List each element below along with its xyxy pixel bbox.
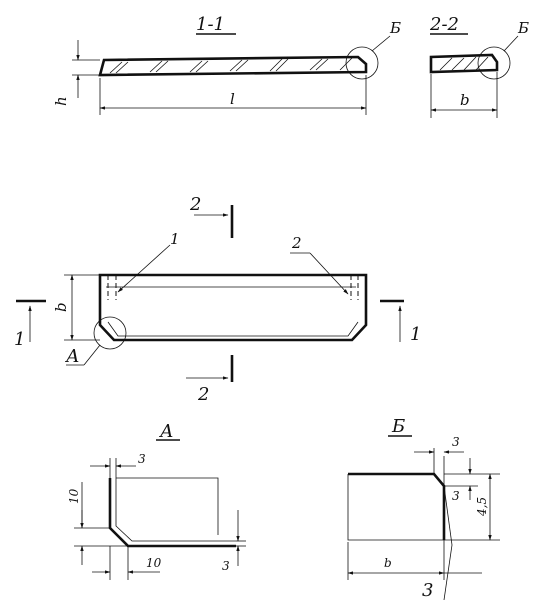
- plan-outline: [98, 273, 368, 342]
- detail-b-leader: [371, 35, 391, 52]
- detail-a-inner-edge: [115, 478, 236, 542]
- inner-edge-bottom: [107, 321, 359, 337]
- plan-view: 1 2 А b 1 1 2 2: [14, 194, 421, 405]
- leader-1-label: 1: [170, 230, 180, 248]
- detail-a-callout: А: [64, 346, 80, 367]
- cut-1-left-label: 1: [14, 329, 25, 350]
- detail-a-circle: [93, 316, 127, 350]
- dim-b-45: 4,5: [475, 497, 489, 517]
- dim-a-10-left: 10: [67, 488, 81, 504]
- detail-b: Б 3 3 4,5 b 3: [347, 416, 500, 601]
- dim-b-3-mid: 3: [452, 489, 460, 503]
- detail-a-leader: [83, 344, 101, 366]
- detail-b-callout: Б: [389, 19, 401, 37]
- detail-b-outline: [348, 472, 446, 540]
- dim-b-3-bottom: 3: [422, 580, 433, 601]
- detail-b-callout: Б: [517, 19, 529, 37]
- leader-2-line: [309, 252, 349, 295]
- detail-b-title: Б: [391, 416, 405, 437]
- dim-a-10-bottom: 10: [146, 556, 162, 570]
- section-2-2: 2-2 Б b: [429, 14, 529, 118]
- detail-b-break: [347, 474, 444, 541]
- detail-a: А 3 10 10 3: [67, 421, 246, 580]
- detail-a-break: [116, 477, 219, 535]
- cut-2-top-label: 2: [189, 194, 201, 215]
- plate-cross-section: [429, 53, 499, 74]
- dim-b-3-top: 3: [452, 435, 460, 449]
- leader-2-label: 2: [291, 234, 302, 252]
- cut-2-bottom-label: 2: [197, 384, 209, 405]
- dim-a-3-right: 3: [222, 559, 230, 573]
- leader-3-bottom: [443, 544, 453, 601]
- detail-b-circle: [345, 46, 379, 80]
- dim-l: l: [230, 90, 235, 108]
- dim-h: h: [52, 96, 70, 106]
- plate-section-outline: [98, 55, 368, 77]
- section-2-2-title: 2-2: [429, 14, 459, 35]
- leader-1-line: [117, 244, 171, 293]
- detail-a-outline: [108, 478, 236, 548]
- bevel-slope: [443, 485, 453, 546]
- cut-1-right-label: 1: [410, 324, 421, 345]
- detail-a-title: А: [158, 421, 174, 442]
- dim-b-b: b: [384, 556, 392, 570]
- dim-a-3-top: 3: [138, 452, 146, 466]
- dim-b-plan: b: [52, 302, 70, 312]
- section-1-1: 1-1 Б h l: [52, 14, 401, 115]
- detail-b-circle: [477, 46, 511, 80]
- section-hatching: [439, 56, 489, 71]
- detail-b-leader: [503, 35, 519, 52]
- section-1-1-title: 1-1: [196, 14, 225, 35]
- dim-b: b: [460, 91, 470, 109]
